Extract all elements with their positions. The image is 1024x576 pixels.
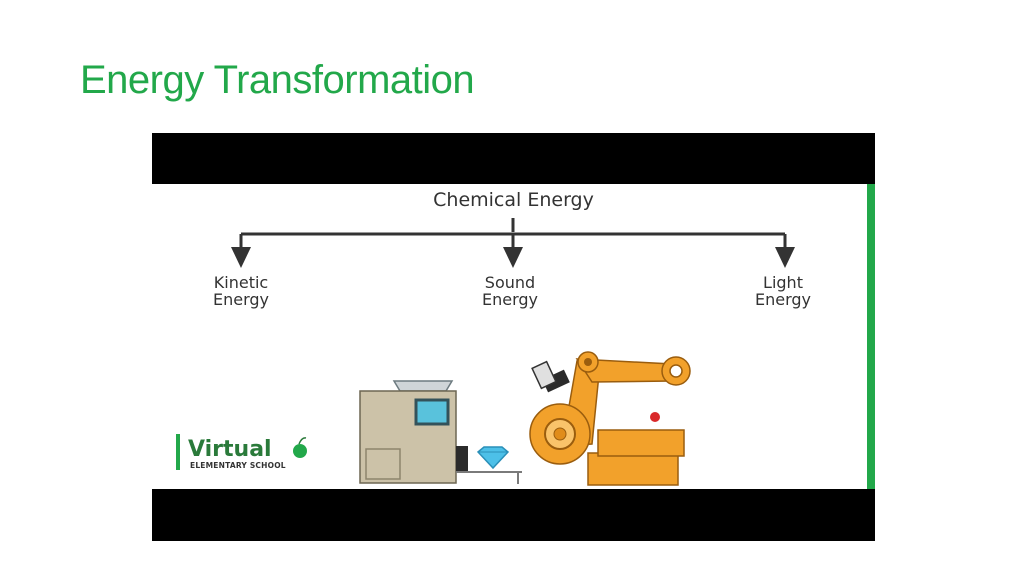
- connector-lines: [231, 218, 795, 268]
- apple-icon: [293, 437, 307, 458]
- sound-energy-line1: Sound: [484, 273, 536, 292]
- sound-energy-line2: Energy: [481, 290, 538, 309]
- diagram-graphics: [231, 218, 795, 486]
- slide-title: Energy Transformation: [80, 58, 475, 102]
- light-energy-label: Light Energy: [728, 274, 838, 308]
- diamond-icon: [476, 446, 510, 470]
- chemical-energy-label: Chemical Energy: [433, 189, 594, 211]
- kinetic-energy-line2: Energy: [212, 290, 269, 309]
- arrow-down-icon: [231, 247, 251, 268]
- robot-arm-illustration: [529, 351, 691, 486]
- logo-bar: [176, 434, 180, 470]
- arrow-down-icon: [775, 247, 795, 268]
- machine-illustration: [359, 380, 522, 484]
- kinetic-energy-line1: Kinetic: [213, 273, 269, 292]
- light-energy-line1: Light: [763, 273, 803, 292]
- video-frame: Chemical Energy Kinetic Energy Sound Ene…: [152, 133, 875, 541]
- logo-subtitle: ELEMENTARY SCHOOL: [190, 461, 286, 470]
- accent-bar: [867, 184, 875, 489]
- sound-energy-label: Sound Energy: [455, 274, 565, 308]
- light-energy-line2: Energy: [754, 290, 811, 309]
- diagram-panel: Chemical Energy Kinetic Energy Sound Ene…: [152, 184, 875, 489]
- logo-word: Virtual: [188, 437, 272, 462]
- kinetic-energy-label: Kinetic Energy: [186, 274, 296, 308]
- arrow-down-icon: [503, 247, 523, 268]
